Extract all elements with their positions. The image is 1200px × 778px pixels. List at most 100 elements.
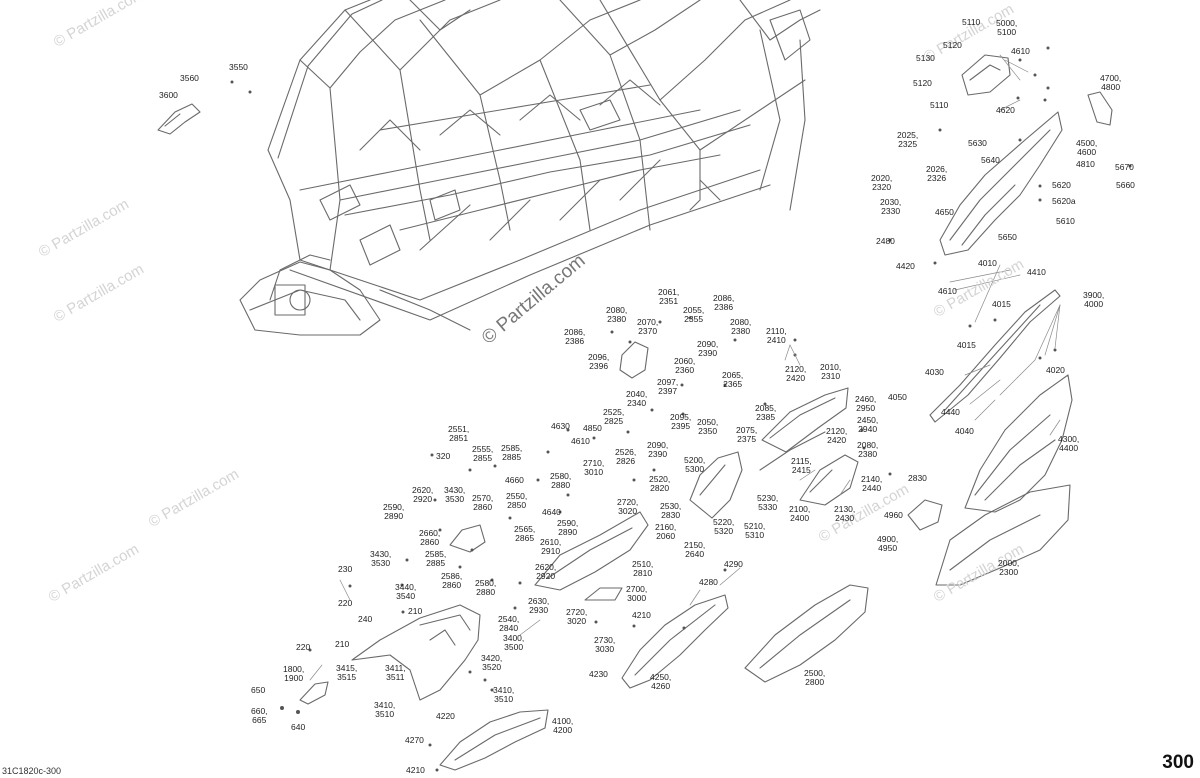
part-label: 2100, 2400 [789, 504, 811, 523]
part-label: 3600 [159, 90, 178, 100]
part-label: 4030 [925, 367, 944, 377]
part-label: 3430, 3530 [370, 549, 392, 568]
part-label: 2110, 2410 [766, 326, 787, 345]
part-label: 4010 [978, 258, 997, 268]
door-latch-5000 [961, 54, 1011, 96]
part-label: 2070, 2370 [637, 317, 659, 336]
part-label: 2720, 3020 [617, 497, 639, 516]
part-label: 2526, 2826 [615, 447, 637, 466]
part-label: 2530, 2830 [660, 501, 682, 520]
door-cover-2000 [935, 484, 1071, 586]
drawing-code: 31C1820c-300 [2, 766, 62, 776]
part-label: 2590, 2890 [383, 502, 405, 521]
part-label: 2630, 2930 [528, 596, 550, 615]
part-label: 4015 [957, 340, 976, 350]
part-label: 4280 [699, 577, 718, 587]
part-label: 2525, 2825 [603, 407, 625, 426]
part-label: 5110 [962, 17, 981, 27]
part-label: 2096, 2396 [588, 352, 610, 371]
part-label: 4210 [632, 610, 651, 620]
part-label: 2020, 2320 [871, 173, 893, 192]
part-label: 2551, 2851 [448, 424, 470, 443]
part-label: 2585, 2885 [501, 443, 523, 462]
part-label: 3410, 3510 [374, 700, 396, 719]
rocker-4250 [621, 594, 729, 689]
part-label: 5660 [1116, 180, 1135, 190]
part-label: 2480 [876, 236, 895, 246]
part-label: 4020 [1046, 365, 1065, 375]
part-label: 3440, 3540 [395, 582, 417, 601]
part-label: 3430, 3530 [444, 485, 466, 504]
part-label: 240 [358, 614, 373, 624]
part-label: 4230 [589, 669, 608, 679]
part-label: 320 [436, 451, 451, 461]
part-label: 4500, 4600 [1076, 138, 1098, 157]
part-label: 2026, 2326 [926, 164, 948, 183]
lower-door-panel-4300 [964, 374, 1073, 513]
part-label: 2160, 2060 [655, 522, 677, 541]
part-label: 2830 [908, 473, 927, 483]
part-label: 2065, 2365 [722, 370, 744, 389]
part-label: 2080, 2380 [606, 305, 628, 324]
door-frame-2010 [759, 387, 849, 471]
part-label: 2500, 2800 [804, 668, 826, 687]
part-label: 4420 [896, 261, 915, 271]
part-label: 2586, 2860 [441, 571, 463, 590]
part-label: 5670 [1115, 162, 1134, 172]
part-label: 4250, 4260 [650, 672, 672, 691]
part-label: 5130 [916, 53, 935, 63]
part-label: 2120, 2420 [826, 426, 848, 445]
part-label: 5620a [1052, 196, 1076, 206]
seal-strip-3900 [929, 289, 1061, 423]
part-label: 2090, 2390 [697, 339, 719, 358]
part-label: 4015 [992, 299, 1011, 309]
door-frame-2510 [534, 511, 649, 591]
lower-door-3400 [351, 604, 481, 701]
part-label: 5110 [930, 100, 949, 110]
page-number: 300 [1162, 752, 1194, 773]
part-label: 4100, 4200 [552, 716, 574, 735]
hinge-4700 [1087, 91, 1113, 126]
part-label: 2580, 2880 [475, 578, 497, 597]
rocker-4100 [439, 709, 549, 771]
part-label: 230 [338, 564, 353, 574]
part-label: 3411, 3511 [385, 663, 406, 682]
part-label: 4700, 4800 [1100, 73, 1122, 92]
part-label: 2061, 2351 [658, 287, 680, 306]
part-label: 2095, 2395 [670, 412, 692, 431]
part-label: 2510, 2810 [632, 559, 654, 578]
latch-5200 [689, 451, 743, 519]
part-label: 4440 [941, 407, 960, 417]
part-label: 4050 [888, 392, 907, 402]
part-label: 3900, 4000 [1083, 290, 1105, 309]
part-label: 5200, 5300 [684, 455, 706, 474]
part-label: 5210, 5310 [744, 521, 766, 540]
part-label: 2085, 2385 [755, 403, 777, 422]
part-label: 2565, 2865 [514, 524, 536, 543]
part-label: 2040, 2340 [626, 389, 648, 408]
part-label: 3550 [229, 62, 248, 72]
part-label: 4220 [436, 711, 455, 721]
part-label: 650 [251, 685, 266, 695]
part-label: 3400, 3500 [503, 633, 525, 652]
part-label: 2120, 2420 [785, 364, 807, 383]
part-label: 4630 [551, 421, 570, 431]
part-label: 4960 [884, 510, 903, 520]
leader-lines [309, 54, 1061, 681]
part-label: 5620 [1052, 180, 1071, 190]
part-label: 2010, 2310 [820, 362, 842, 381]
part-label: 4270 [405, 735, 424, 745]
bracket-2070 [619, 341, 649, 379]
vehicle-frame [239, 0, 821, 336]
part-label: 4900, 4950 [877, 534, 899, 553]
part-label: 2730, 3030 [594, 635, 616, 654]
part-label: 210 [408, 606, 423, 616]
part-label: 1800, 1900 [283, 664, 305, 683]
part-label: 4810 [1076, 159, 1095, 169]
part-label: 3410, 3510 [493, 685, 515, 704]
part-label: 2590, 2890 [557, 518, 579, 537]
part-label: 4640 [542, 507, 561, 517]
part-label: 3560 [180, 73, 199, 83]
part-label: 4610 [938, 286, 957, 296]
